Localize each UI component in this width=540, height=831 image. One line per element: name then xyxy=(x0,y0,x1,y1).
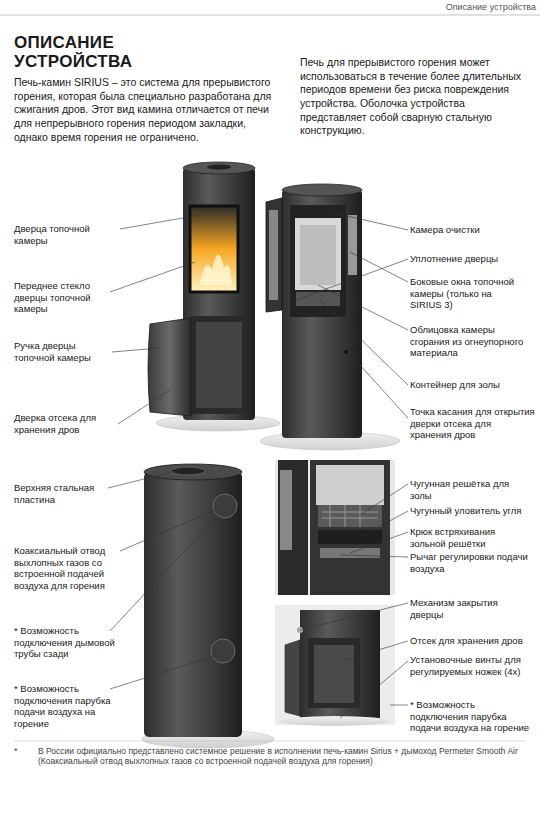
callout-label: Дверца топочной камеры xyxy=(14,223,126,246)
body-paragraph: Печь для прерывистого горения может испо… xyxy=(300,56,528,138)
body-paragraph: Печь-камин SIRIUS – это система для прер… xyxy=(14,76,272,144)
callout-label: Коаксиальный отвод выхлопных газов со вс… xyxy=(14,545,132,591)
callout-label: Точка касания для открытия дверки отсека… xyxy=(410,406,535,441)
callout-label: Дверка отсека для хранения дров xyxy=(14,412,119,435)
running-header: Описание устройства xyxy=(330,2,536,13)
callout-label: Установочные винты для регулируемых ноже… xyxy=(410,654,530,677)
callout-label: Рычаг регулировки подачи воздуха xyxy=(410,551,530,574)
callout-label: Чугунный уловитель угля xyxy=(410,505,535,517)
callout-label: Боковые окна топочной камеры (только на … xyxy=(410,276,520,311)
callout-label: Контейнер для золы xyxy=(410,379,535,391)
callout-label: Облицовка камеры сгорания из огнеупорног… xyxy=(410,324,530,359)
callout-label: Механизм закрытия дверцы xyxy=(410,597,520,620)
callout-label: * Возможность подключения парубка подачи… xyxy=(410,699,535,734)
callout-label: Уплотнение дверцы xyxy=(410,253,535,265)
callout-label: Переднее стекло дверцы топочной камеры xyxy=(14,280,114,315)
callout-label: Крюк встряхивания зольной решётки xyxy=(410,526,530,549)
callout-label: * Возможность подключения дымовой трубы … xyxy=(14,625,126,660)
footnote-mark: * xyxy=(14,746,28,757)
callout-label: Отсек для хранения дров xyxy=(410,635,535,647)
callout-label: Камера очистки xyxy=(410,224,535,236)
callout-label: * Возможность подключения парубка подачи… xyxy=(14,683,126,729)
page-title: ОПИСАНИЕ УСТРОЙСТВА xyxy=(14,34,184,71)
callout-label: Верхняя стальная пластина xyxy=(14,482,114,505)
footnote-text: В России официально представлено системн… xyxy=(38,746,528,767)
callout-label: Ручка дверцы топочной камеры xyxy=(14,340,114,363)
callout-label: Чугунная решётка для золы xyxy=(410,478,520,501)
